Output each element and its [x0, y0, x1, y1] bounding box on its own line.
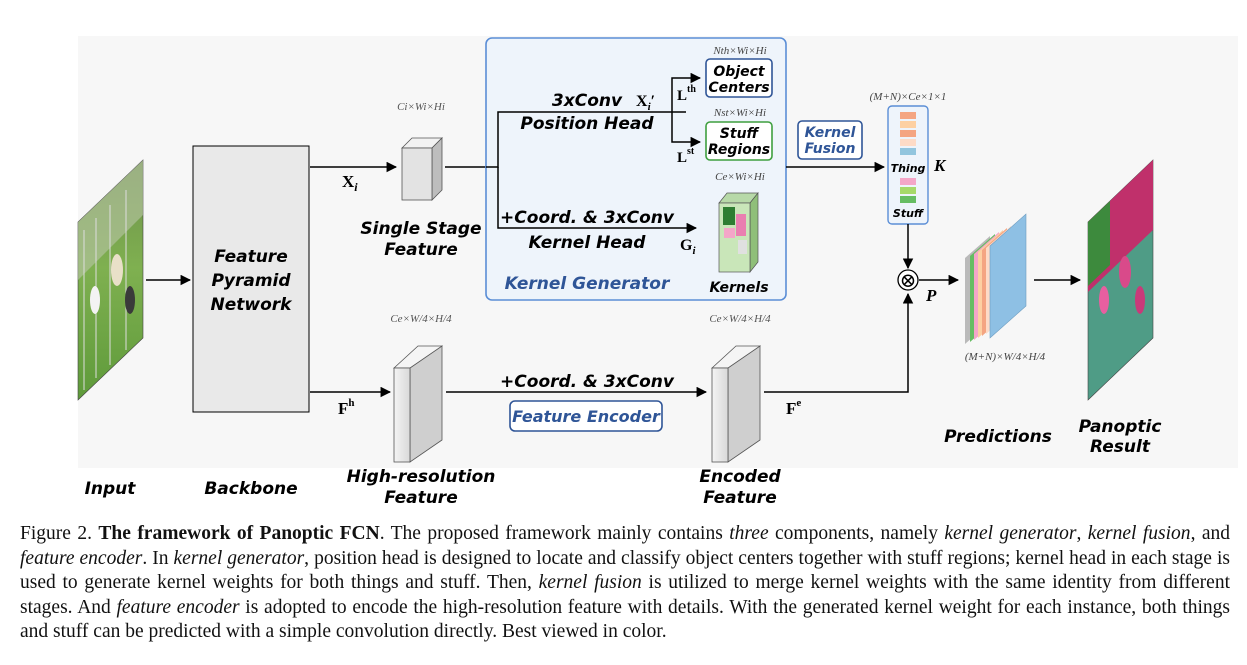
p-symbol: P: [925, 286, 937, 305]
position-head-line: [486, 111, 686, 168]
kernel-head-label: Kernel Head: [529, 233, 647, 253]
convolution-operator: [897, 269, 919, 291]
kernel-head-conv-label: +Coord. & 3xConv: [500, 208, 675, 228]
input-image: [77, 159, 144, 401]
panoptic-result-image: [1087, 159, 1154, 401]
kernel-fusion-label-line2: Fusion: [805, 141, 856, 157]
caption-text: ,: [1076, 523, 1088, 544]
lth-symbol: Lth: [677, 84, 696, 104]
stuff-regions-dims: Nst×Wi×Hi: [713, 107, 766, 119]
encoded-label-line2: Feature: [703, 488, 776, 508]
high-res-label-line1: High-resolution: [347, 467, 496, 487]
to-object-centers-arrow: [671, 72, 702, 112]
kernel-fusion-label-line1: Kernel: [805, 125, 856, 141]
gi-symbol: Gi: [680, 237, 696, 257]
high-res-dims: Ce×W/4×H/4: [390, 313, 452, 325]
fpn-label-line1: Feature: [214, 247, 287, 267]
thing-label: Thing: [891, 162, 926, 175]
kernel-generator-module: [485, 37, 787, 301]
xi-prime-symbol: Xi′: [636, 93, 655, 113]
fused-kernel-dims: (M+N)×Ce×1×1: [870, 91, 947, 103]
caption-text: . In: [142, 547, 174, 569]
predictions-stack: [965, 213, 1027, 344]
caption-emphasis: kernel fusion: [538, 572, 642, 593]
caption-emphasis: kernel generator: [173, 547, 305, 569]
kernels-dims: Ce×Wi×Hi: [715, 171, 765, 183]
fpn-label-line2: Pyramid: [211, 271, 291, 291]
encoded-dims: Ce×W/4×H/4: [709, 313, 771, 325]
panoptic-label-line1: Panoptic: [1079, 417, 1162, 437]
object-centers-label-line2: Centers: [708, 80, 769, 96]
xi-symbol: Xi: [342, 172, 358, 194]
single-stage-dims: Ci×Wi×Hi: [397, 101, 445, 113]
predictions-label: Predictions: [944, 427, 1052, 447]
kernel-generator-label: Kernel Generator: [505, 274, 671, 294]
input-label: Input: [85, 479, 137, 499]
fe-arrow: [764, 292, 914, 393]
high-res-label-line2: Feature: [384, 488, 457, 508]
caption-emphasis: kernel generator: [944, 523, 1077, 544]
caption-emphasis: kernel fusion: [1087, 523, 1191, 544]
stuff-label: Stuff: [893, 207, 925, 220]
to-stuff-regions-arrow: [671, 112, 702, 148]
fpn-box: [192, 145, 310, 413]
kernel-head-line: [497, 167, 698, 234]
encoded-label-line1: Encoded: [699, 467, 781, 487]
caption-fig-label: Figure 2.: [20, 523, 92, 544]
single-stage-feature-block: [401, 137, 443, 201]
caption-text: . The proposed framework mainly contains: [379, 523, 730, 544]
caption-text: is adopted to encode the high-resolution…: [20, 596, 1230, 643]
lst-symbol: Lst: [677, 146, 695, 166]
single-stage-label-line2: Feature: [384, 240, 457, 260]
k-symbol: K: [933, 156, 947, 175]
fused-kernel-stack: [900, 112, 916, 203]
caption-text: is utilized to merge kernel weights with…: [20, 572, 1230, 618]
caption-emphasis: feature encoder: [20, 547, 143, 569]
object-centers-dims: Nth×Wi×Hi: [712, 45, 766, 57]
predictions-dims: (M+N)×W/4×H/4: [965, 351, 1046, 363]
figure-caption: Figure 2. The framework of Panoptic FCN.…: [20, 522, 1230, 645]
position-head-conv-label: 3xConv: [552, 91, 623, 111]
fpn-label-line3: Network: [211, 295, 294, 315]
object-centers-label-line1: Object: [713, 64, 766, 80]
otimes-symbol: ⊗: [900, 270, 917, 292]
kernels-label: Kernels: [709, 280, 768, 296]
caption-text: , and: [1190, 523, 1231, 544]
kernel-fusion-box: [797, 120, 863, 160]
kernels-block: [718, 192, 759, 273]
backbone-label: Backbone: [204, 479, 297, 499]
stuff-regions-box: [705, 121, 773, 161]
caption-title: The framework of Panoptic FCN: [98, 523, 380, 544]
high-res-feature-block: [392, 345, 444, 463]
feature-encoder-label: Feature Encoder: [512, 407, 661, 426]
caption-text: components, namely: [768, 523, 945, 544]
caption-text: , position head is designed to locate an…: [20, 547, 1230, 594]
stuff-regions-label-line2: Regions: [708, 142, 770, 158]
single-stage-label-line1: Single Stage: [360, 219, 481, 239]
stuff-regions-label-line1: Stuff: [720, 126, 760, 142]
panoptic-label-line2: Result: [1090, 437, 1151, 457]
encoder-conv-label: +Coord. & 3xConv: [500, 372, 675, 392]
framework-diagram: Input Feature Pyramid Network Backbone X…: [77, 37, 1162, 508]
fh-symbol: Fh: [338, 397, 355, 418]
fe-symbol: Fe: [786, 397, 801, 418]
position-head-label: Position Head: [520, 114, 654, 134]
encoded-feature-block: [710, 345, 762, 463]
caption-emphasis: feature encoder: [116, 596, 240, 618]
feature-encoder-box: [509, 400, 663, 432]
object-centers-box: [705, 58, 773, 98]
caption-emphasis: three: [729, 523, 769, 544]
